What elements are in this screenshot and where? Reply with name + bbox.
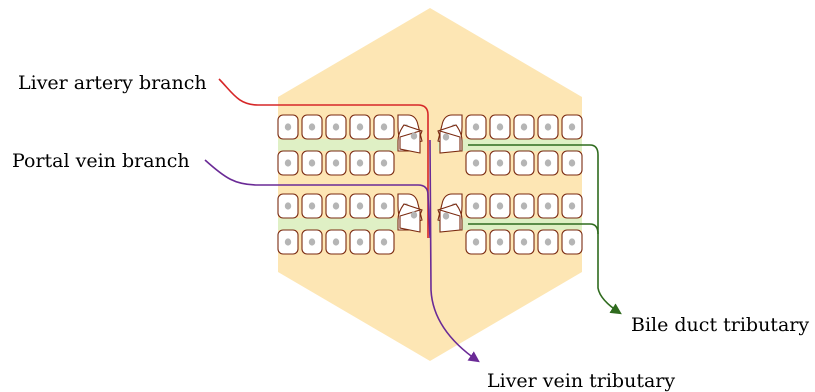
- hepatocyte-nucleus: [520, 202, 528, 210]
- hepatocyte-nucleus: [380, 202, 388, 210]
- hepatocyte-nucleus: [544, 123, 552, 131]
- hepatocyte-nucleus: [332, 238, 340, 246]
- hepatocyte-nucleus: [380, 123, 388, 131]
- hepatocyte-nucleus: [568, 238, 576, 246]
- hepatocyte-nucleus: [284, 238, 292, 246]
- sinusoid-band-bottom-left: [278, 218, 418, 230]
- hepatocyte-nucleus: [472, 202, 480, 210]
- hepatocyte-nucleus: [472, 159, 480, 167]
- hepatocyte-nucleus: [472, 123, 480, 131]
- hepatocyte-nucleus: [544, 202, 552, 210]
- hepatocyte-nucleus: [472, 238, 480, 246]
- hepatocyte-nucleus: [442, 212, 450, 220]
- portal-vein-label: Portal vein branch: [12, 150, 190, 172]
- liver-artery-label: Liver artery branch: [18, 72, 207, 94]
- hepatocyte-nucleus: [544, 159, 552, 167]
- hepatocyte-nucleus: [356, 202, 364, 210]
- liver-vein-line: [429, 139, 480, 363]
- hepatocyte-nucleus: [410, 132, 418, 140]
- sinusoid-band-top-left: [278, 139, 418, 151]
- hepatocyte-nucleus: [380, 238, 388, 246]
- hepatocyte-nucleus: [308, 123, 316, 131]
- hepatocyte-nucleus: [284, 202, 292, 210]
- hepatocyte-nucleus: [410, 211, 418, 219]
- bile-duct-label: Bile duct tributary: [631, 314, 809, 336]
- liver-artery-line: [218, 78, 429, 238]
- hepatocyte-nucleus: [356, 238, 364, 246]
- bile-duct-branch-line: [468, 223, 599, 235]
- hepatocyte-nucleus: [380, 159, 388, 167]
- bile-duct-line: [468, 144, 622, 315]
- hepatocyte-nucleus: [520, 159, 528, 167]
- hepatocyte-nucleus: [332, 202, 340, 210]
- hepatocyte-nucleus: [568, 159, 576, 167]
- hepatocyte-cells: [277, 114, 583, 255]
- hepatocyte-nucleus: [442, 133, 450, 141]
- hepatocyte-nucleus: [520, 238, 528, 246]
- hepatocyte-nucleus: [308, 238, 316, 246]
- hepatocyte-nucleus: [496, 202, 504, 210]
- portal-vein-line: [204, 159, 431, 239]
- hepatocyte-nucleus: [568, 123, 576, 131]
- hepatocyte-nucleus: [284, 159, 292, 167]
- hepatocyte-nucleus: [332, 123, 340, 131]
- hepatocyte-nucleus: [356, 123, 364, 131]
- liver-vein-label: Liver vein tributary: [487, 370, 675, 392]
- hepatocyte-nucleus: [568, 202, 576, 210]
- hepatocyte-nucleus: [308, 159, 316, 167]
- hepatocyte-nucleus: [496, 238, 504, 246]
- hepatocyte-nucleus: [284, 123, 292, 131]
- hepatocyte-nucleus: [544, 238, 552, 246]
- hepatocyte-nucleus: [496, 123, 504, 131]
- hepatocyte-nucleus: [356, 159, 364, 167]
- hepatocyte-nucleus: [308, 202, 316, 210]
- hepatocyte-nucleus: [332, 159, 340, 167]
- hepatocyte-nucleus: [520, 123, 528, 131]
- hepatocyte-nucleus: [496, 159, 504, 167]
